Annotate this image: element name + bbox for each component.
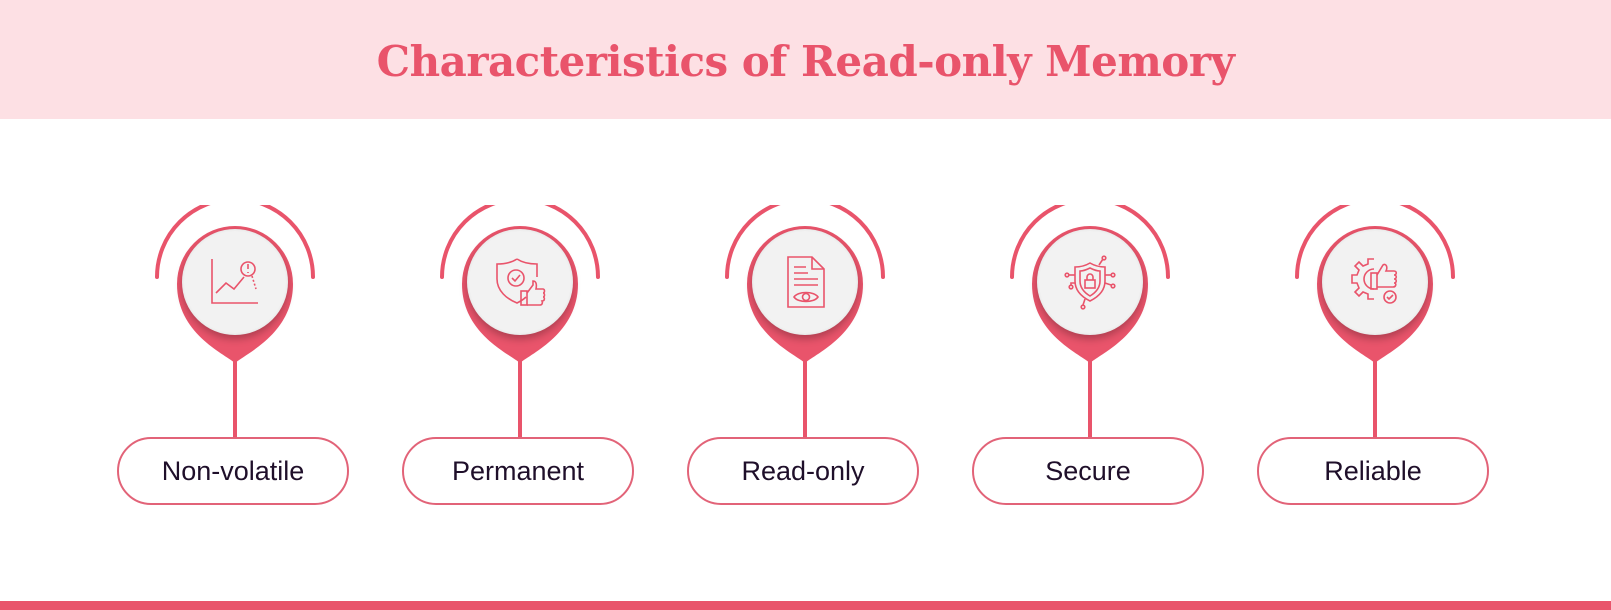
shield-lock-circuit-icon — [1064, 255, 1116, 310]
icon-circle — [1037, 229, 1143, 335]
label-text: Secure — [1045, 455, 1131, 486]
label-text: Reliable — [1324, 455, 1422, 486]
label-pill: Permanent — [402, 437, 634, 505]
document-eye-icon — [787, 256, 825, 308]
icon-circle — [752, 229, 858, 335]
chart-alert-icon — [211, 259, 258, 304]
icon-circle — [182, 229, 288, 335]
label-text: Non-volatile — [161, 455, 305, 486]
label-text: Read-only — [741, 455, 865, 486]
header-banner: Characteristics of Read-only Memory — [0, 0, 1611, 119]
characteristic-secure: Secure — [970, 205, 1210, 515]
characteristic-read-only: Read-only — [685, 205, 925, 515]
label-pill: Reliable — [1257, 437, 1489, 505]
characteristic-permanent: Permanent — [400, 205, 640, 515]
characteristic-non-volatile: Non-volatile — [115, 205, 355, 515]
gear-thumbs-up-icon — [1351, 258, 1398, 304]
icon-circle — [467, 229, 573, 335]
icon-circle — [1322, 229, 1428, 335]
footer-bar — [0, 601, 1611, 610]
label-pill: Non-volatile — [117, 437, 349, 505]
characteristic-reliable: Reliable — [1255, 205, 1495, 515]
shield-thumbs-up-icon — [496, 258, 546, 306]
label-pill: Read-only — [687, 437, 919, 505]
page-title: Characteristics of Read-only Memory — [376, 37, 1235, 86]
label-text: Permanent — [451, 455, 585, 486]
label-pill: Secure — [972, 437, 1204, 505]
